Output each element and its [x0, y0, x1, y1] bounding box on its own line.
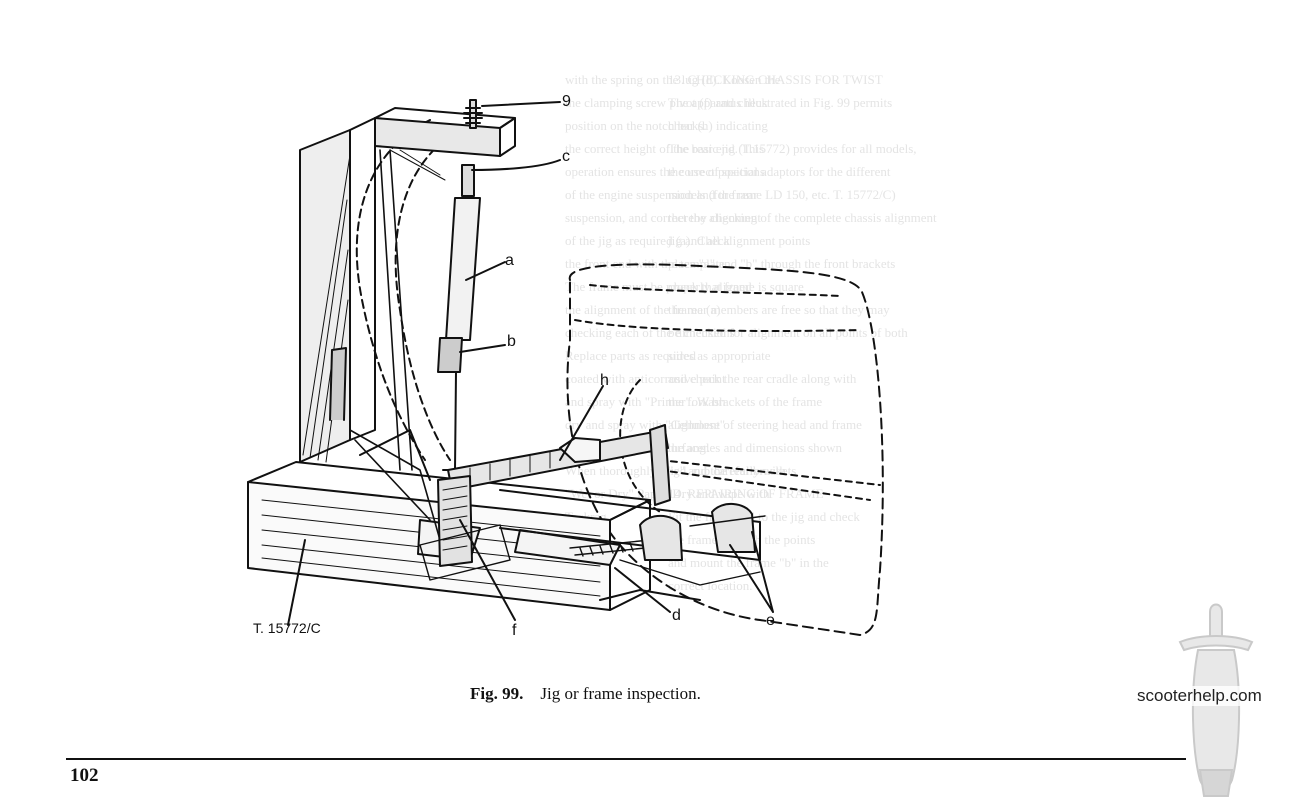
bleed-through-left-line: position on the notch bar (h) indicating	[565, 118, 768, 133]
label-h: h	[600, 372, 609, 389]
footer-rule	[66, 758, 1186, 760]
bleed-through-left-line: the correct height of the rear end. This	[565, 141, 765, 156]
label-e: e	[766, 612, 775, 629]
bleed-through-left-line: Replace parts as required	[565, 348, 697, 363]
bleed-through-right-line: jig and all alignment points	[668, 233, 811, 248]
bleed-through-right-line: correct location.	[668, 578, 753, 593]
bleed-through-left-line: operation ensures the correct positions	[565, 164, 765, 179]
label-d: d	[672, 607, 681, 624]
figure-caption: Fig. 99. Jig or frame inspection.	[470, 684, 701, 704]
bleed-through-right-line: models (for frame LD 150, etc. T. 15772/…	[668, 187, 896, 202]
bleed-through-left-line: with the spring on the lug (d). Loosen t…	[565, 72, 781, 87]
bleed-through-right-line: the fork brackets of the frame	[668, 394, 823, 409]
bleed-through-left-line: of the jig as required (a). Check	[565, 233, 730, 248]
bleed-through-right-line: The basic jig (T.15772) provides for all…	[668, 141, 917, 156]
bleed-through-left-line: of the engine suspension and the rear	[565, 187, 758, 202]
bleed-through-right-line: 14. REPAIRING OF FRAME	[668, 486, 824, 501]
figure-number: Fig. 99.	[470, 684, 524, 703]
bleed-through-left-line: the clamping screw pivot (f) and check	[565, 95, 768, 110]
bleed-through-right-line: the angles and dimensions shown	[668, 440, 843, 455]
label-a: a	[505, 252, 514, 269]
bleed-through-right-line: be checked for alignment on all points o…	[668, 325, 908, 340]
bleed-through-right-line: The apparatus illustrated in Fig. 99 per…	[668, 95, 893, 110]
bleed-through-left-line: and spray with "Primer". Wash	[565, 394, 726, 409]
bleed-through-right-line: sides as appropriate	[668, 348, 771, 363]
bleed-through-right-line: and check the rear cradle along with	[668, 371, 857, 386]
figure-reference-number: T. 15772/C	[253, 620, 321, 636]
bleed-through-left-line: coated with anticorrosive paint	[565, 371, 726, 386]
bleed-through-right-line: the use of special adaptors for the diff…	[668, 164, 891, 179]
bleed-through-right-line: alignment of steering head and frame	[668, 417, 862, 432]
figure-caption-text: Jig or frame inspection.	[540, 684, 701, 703]
bleed-through-right-line: place "a" and "b" through the front brac…	[668, 256, 896, 271]
bleed-through-right-line: checks.	[668, 118, 707, 133]
bleed-through-right-line: thereby checking of the complete chassis…	[668, 210, 937, 225]
label-b: b	[507, 333, 516, 350]
bleed-through-right-line: 13. CHECKING CHASSIS FOR TWIST	[668, 72, 883, 87]
page-number: 102	[70, 765, 99, 786]
watermark-text: scooterhelp.com	[1135, 686, 1264, 706]
label-f: f	[512, 622, 517, 639]
label-g: 9	[562, 93, 571, 110]
bleed-through-left-line: suspension, and correct the alignment	[565, 210, 762, 225]
label-c: c	[562, 148, 570, 165]
bleed-through-right-line: the rear members are free so that they m…	[668, 302, 890, 317]
bleed-through-left-line: the alignment of the frame (a)	[565, 302, 721, 317]
bleed-through-left-column: with the spring on the lug (d). Loosen t…	[565, 68, 786, 528]
